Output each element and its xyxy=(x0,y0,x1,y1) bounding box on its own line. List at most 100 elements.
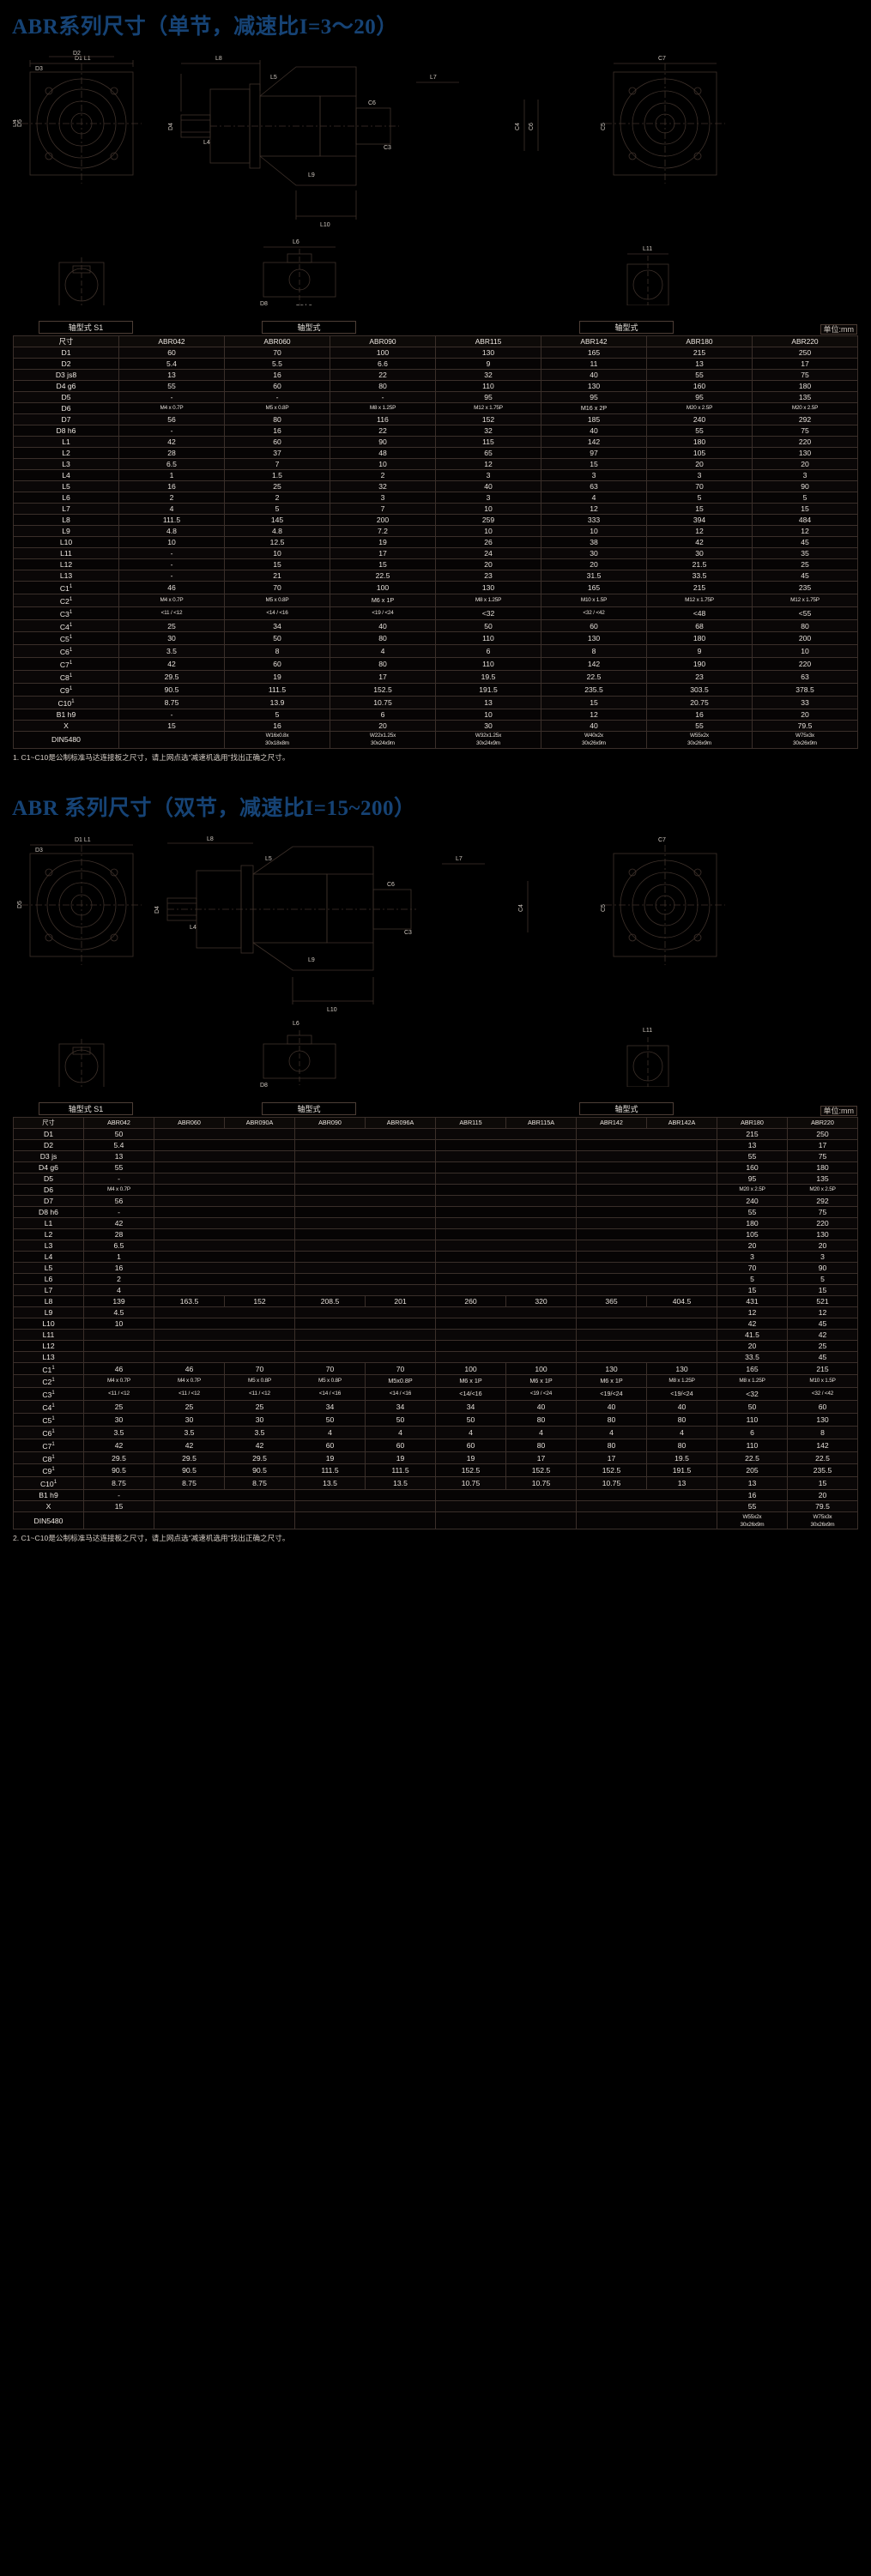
table-cell xyxy=(294,1239,436,1252)
column-header-abr090a: ABR090A xyxy=(224,1116,295,1129)
table-cell: 130 xyxy=(435,581,541,594)
table-cell xyxy=(294,1205,436,1218)
svg-text:L11: L11 xyxy=(643,246,652,252)
table-cell: 235.5 xyxy=(541,682,647,697)
row-label: D3 js xyxy=(13,1149,84,1162)
table-cell: 4.5 xyxy=(83,1306,154,1318)
table-cell: M20 x 2.5P xyxy=(787,1183,858,1196)
table-row: C31<11 / <12<11 / <12<11 / <12<14 / <16<… xyxy=(13,1387,858,1402)
table-cell: 220 xyxy=(752,436,858,448)
table-cell: <32 / <42 xyxy=(541,606,647,620)
table-cell: 32 xyxy=(330,480,436,492)
table-cell: 70 xyxy=(646,480,753,492)
table-cell: 9 xyxy=(646,644,753,659)
table-cell: 12 xyxy=(541,708,647,721)
row-label: L4 xyxy=(13,1250,84,1263)
table-cell: 105 xyxy=(646,447,753,459)
table-cell: 13 xyxy=(646,1476,717,1491)
svg-text:L8: L8 xyxy=(207,836,214,842)
row-label: C71 xyxy=(13,657,119,672)
table-cell: 80 xyxy=(224,413,330,425)
table-cell: 185 xyxy=(541,413,647,425)
table-cell: 13 xyxy=(118,369,225,381)
table-cell: 4 xyxy=(118,503,225,515)
table-cell xyxy=(576,1306,717,1318)
table-cell xyxy=(294,1228,436,1240)
table-cell: 431 xyxy=(717,1294,788,1307)
table-cell: 10.75 xyxy=(576,1476,647,1491)
table-cell xyxy=(294,1500,436,1513)
table-cell: 5.4 xyxy=(83,1138,154,1151)
table-cell: 56 xyxy=(118,413,225,425)
drawing-caption-2-double: 轴型式 xyxy=(262,1101,356,1115)
table-cell: 10.75 xyxy=(330,695,436,709)
table-cell: 4 xyxy=(83,1283,154,1296)
table-cell: 5 xyxy=(224,708,330,721)
table-cell: 13 xyxy=(717,1476,788,1491)
table-cell: 259 xyxy=(435,514,541,526)
table-cell: 20 xyxy=(717,1339,788,1352)
table-cell: 50 xyxy=(435,1413,506,1427)
table-cell: 142 xyxy=(787,1438,858,1452)
svg-text:L7: L7 xyxy=(456,856,463,862)
table-cell: 110 xyxy=(717,1413,788,1427)
column-header-abr180: ABR180 xyxy=(717,1116,788,1129)
table-cell: 215 xyxy=(646,347,753,359)
table-cell: 10 xyxy=(435,708,541,721)
table-cell: 29.5 xyxy=(118,670,225,684)
table-cell: 145 xyxy=(224,514,330,526)
table-cell: 200 xyxy=(752,631,858,646)
column-header-abr142: ABR142 xyxy=(541,335,647,347)
table-cell: 25 xyxy=(752,558,858,570)
table-cell: 180 xyxy=(787,1161,858,1173)
drawing-caption-3-single: 轴型式 xyxy=(579,321,674,334)
table-cell: 21.5 xyxy=(646,558,753,570)
row-label: L10 xyxy=(13,536,119,548)
table-cell: 42 xyxy=(717,1317,788,1330)
table-cell: - xyxy=(118,570,225,582)
table-cell: M20 x 2.5P xyxy=(646,402,753,414)
table-cell: 50 xyxy=(435,618,541,633)
table-cell xyxy=(294,1194,436,1207)
table-cell: 40 xyxy=(330,618,436,633)
table-cell: 80 xyxy=(646,1438,717,1452)
table-cell: 15 xyxy=(330,558,436,570)
svg-text:D4: D4 xyxy=(154,906,160,914)
table-cell: 303.5 xyxy=(646,682,753,697)
table-cell: 10 xyxy=(435,503,541,515)
row-label: L5 xyxy=(13,1261,84,1274)
table-cell: 292 xyxy=(787,1194,858,1207)
table-cell: 40 xyxy=(541,719,647,732)
table-cell: 111.5 xyxy=(118,514,225,526)
table-cell: 1.5 xyxy=(224,469,330,481)
table-cell: M4 x 0.7P xyxy=(118,402,225,414)
table-cell: 5 xyxy=(787,1272,858,1285)
table-cell: M20 x 2.5P xyxy=(752,402,858,414)
table-cell: 191.5 xyxy=(646,1463,717,1478)
table-cell: 55 xyxy=(717,1149,788,1162)
table-cell: 46 xyxy=(118,581,225,594)
table-cell: 34 xyxy=(435,1400,506,1415)
row-label: C71 xyxy=(13,1438,84,1452)
table-cell xyxy=(576,1228,717,1240)
table-cell: 13.5 xyxy=(365,1476,436,1491)
table-cell: 20 xyxy=(752,458,858,470)
table-cell: M8 x 1.25P xyxy=(435,593,541,607)
table-cell: 19.5 xyxy=(646,1451,717,1465)
column-header-size: 尺寸 xyxy=(13,335,119,347)
table-cell: 75 xyxy=(752,369,858,381)
table-cell: 110 xyxy=(435,380,541,392)
table-cell: 111.5 xyxy=(224,682,330,697)
row-label: L12 xyxy=(13,1339,84,1352)
